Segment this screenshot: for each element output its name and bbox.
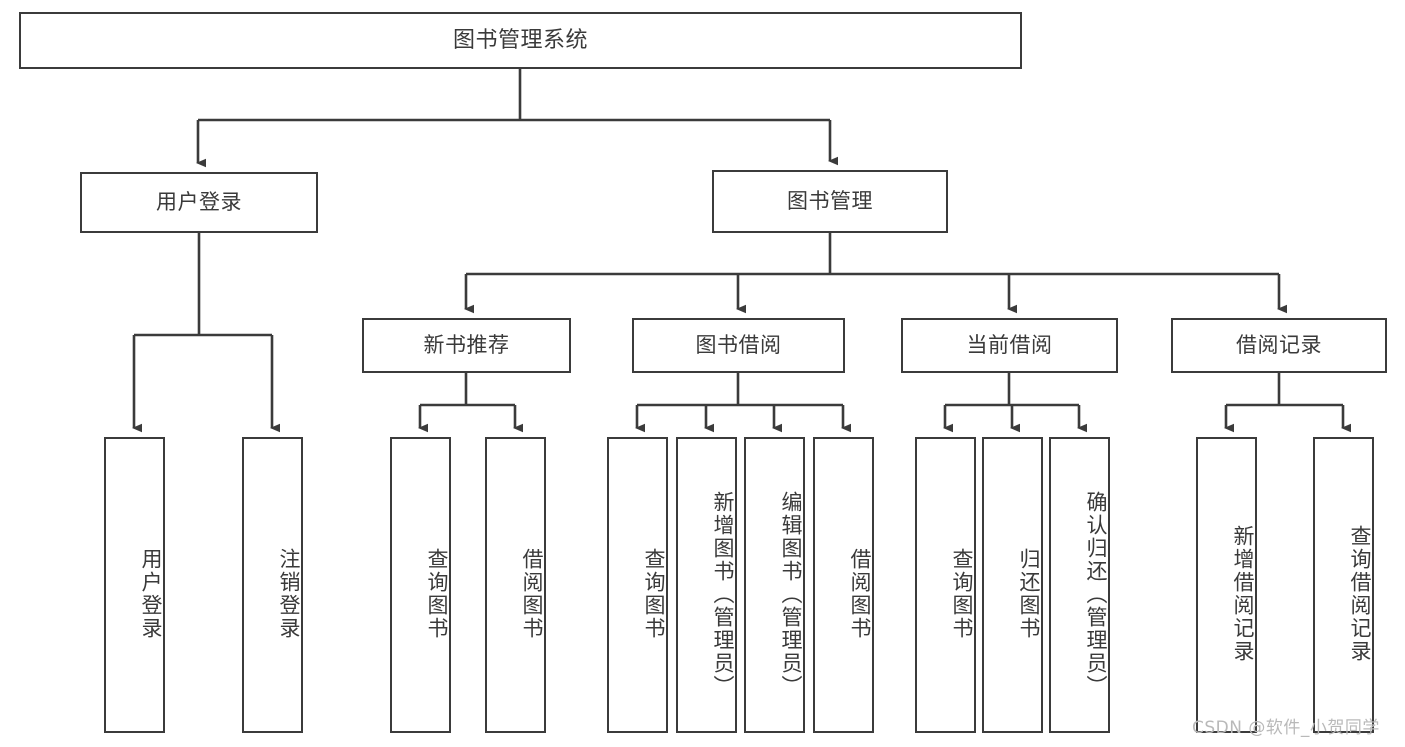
- node-new-book-rec[interactable]: 新书推荐: [362, 318, 571, 373]
- node-leaf-rec-add-record[interactable]: 新增借阅记录: [1196, 437, 1257, 733]
- node-leaf-cur-return-book[interactable]: 归还图书: [982, 437, 1043, 733]
- node-leaf-rec-query-record-label: 查询借阅记录: [1348, 525, 1372, 663]
- node-leaf-borrow-edit-book[interactable]: 编辑图书（管理员）: [744, 437, 805, 733]
- node-new-book-rec-label: 新书推荐: [423, 333, 510, 358]
- node-leaf-rec-query-book[interactable]: 查询图书: [390, 437, 451, 733]
- node-book-manage[interactable]: 图书管理: [712, 170, 948, 233]
- node-leaf-borrow-add-book-label: 新增图书（管理员）: [711, 490, 735, 698]
- node-leaf-cur-return-book-label: 归还图书: [1017, 548, 1041, 640]
- node-leaf-user-login-label: 用户登录: [139, 548, 163, 640]
- node-leaf-borrow-add-book[interactable]: 新增图书（管理员）: [676, 437, 737, 733]
- node-borrow-record-label: 借阅记录: [1236, 333, 1322, 358]
- node-leaf-borrow-borrow-book-label: 借阅图书: [848, 548, 872, 640]
- node-leaf-rec-query-record[interactable]: 查询借阅记录: [1313, 437, 1374, 733]
- node-leaf-cur-confirm-return-label: 确认归还（管理员）: [1084, 490, 1108, 698]
- node-leaf-user-login[interactable]: 用户登录: [104, 437, 165, 733]
- node-root-label: 图书管理系统: [452, 27, 588, 53]
- node-leaf-rec-borrow-book-label: 借阅图书: [520, 548, 544, 640]
- node-leaf-borrow-query-book[interactable]: 查询图书: [607, 437, 668, 733]
- node-user-login[interactable]: 用户登录: [80, 172, 318, 233]
- node-leaf-rec-query-book-label: 查询图书: [425, 548, 449, 640]
- node-leaf-user-logout-label: 注销登录: [277, 548, 301, 640]
- node-root[interactable]: 图书管理系统: [19, 12, 1022, 69]
- node-book-manage-label: 图书管理: [787, 189, 873, 214]
- node-leaf-rec-borrow-book[interactable]: 借阅图书: [485, 437, 546, 733]
- node-borrow-record[interactable]: 借阅记录: [1171, 318, 1387, 373]
- node-leaf-borrow-edit-book-label: 编辑图书（管理员）: [779, 490, 803, 698]
- node-book-borrow[interactable]: 图书借阅: [632, 318, 845, 373]
- node-leaf-borrow-borrow-book[interactable]: 借阅图书: [813, 437, 874, 733]
- node-leaf-cur-query-book[interactable]: 查询图书: [915, 437, 976, 733]
- node-leaf-rec-add-record-label: 新增借阅记录: [1231, 525, 1255, 663]
- node-user-login-label: 用户登录: [156, 190, 242, 215]
- node-current-borrow[interactable]: 当前借阅: [901, 318, 1118, 373]
- node-leaf-cur-confirm-return[interactable]: 确认归还（管理员）: [1049, 437, 1110, 733]
- node-current-borrow-label: 当前借阅: [966, 333, 1053, 358]
- node-book-borrow-label: 图书借阅: [695, 333, 782, 358]
- node-leaf-borrow-query-book-label: 查询图书: [642, 548, 666, 640]
- node-leaf-cur-query-book-label: 查询图书: [950, 548, 974, 640]
- node-leaf-user-logout[interactable]: 注销登录: [242, 437, 303, 733]
